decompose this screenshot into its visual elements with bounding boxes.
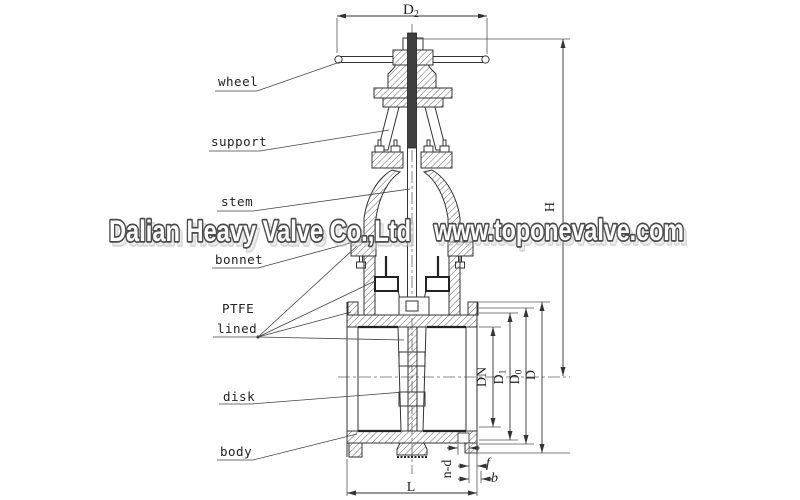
dim-label-f: f xyxy=(486,456,492,471)
ptfe-seat-left xyxy=(374,276,399,292)
dimensions-bottom: n-d f b L xyxy=(346,444,498,496)
dim-label-d1: D1 xyxy=(492,369,509,384)
disk-core xyxy=(407,326,418,432)
yoke-flange-left xyxy=(371,151,404,169)
label-support: support xyxy=(211,134,267,149)
yoke-flange-right xyxy=(420,151,453,169)
dim-label-h: H xyxy=(543,202,558,212)
label-stem: stem xyxy=(221,194,253,209)
body-bottom-band xyxy=(346,430,478,444)
valve-body xyxy=(346,301,479,458)
label-ptfe-2: lined xyxy=(217,321,257,336)
body-foot-left xyxy=(348,442,363,458)
watermark: Dalian Heavy Valve Co.,Ltd www.toponeval… xyxy=(107,212,688,253)
part-labels: wheel support stem bonnet PTFE lined dis… xyxy=(209,61,411,461)
label-body: body xyxy=(220,444,252,459)
dim-label-d: D xyxy=(524,370,539,380)
label-ptfe-1: PTFE xyxy=(222,301,254,316)
label-bonnet: bonnet xyxy=(215,252,263,267)
ptfe-seat-right xyxy=(425,276,450,292)
drain-boss xyxy=(396,442,428,456)
watermark-website: www.toponevalve.com xyxy=(433,214,684,247)
label-disk: disk xyxy=(223,389,255,404)
bolt-hole-notch xyxy=(457,432,470,444)
dim-label-nd: n-d xyxy=(440,460,455,479)
dim-label-b: b xyxy=(491,471,498,486)
body-top-band xyxy=(346,314,478,328)
wheel-right-end xyxy=(481,55,490,64)
watermark-company: Dalian Heavy Valve Co.,Ltd xyxy=(109,215,411,248)
dimension-d2: D2 xyxy=(336,2,488,54)
watermark-website-shadow: www.toponevalve.com xyxy=(436,218,687,251)
dim-label-d2: D2 xyxy=(403,2,419,20)
watermark-company-shadow: Dalian Heavy Valve Co.,Ltd xyxy=(112,219,414,252)
leader-junction-dot xyxy=(256,335,260,339)
dim-label-dn: DN xyxy=(475,367,490,387)
body-lip-left xyxy=(347,301,359,316)
label-wheel: wheel xyxy=(218,74,258,89)
dim-label-l: L xyxy=(407,480,416,495)
wheel-left-end xyxy=(334,55,343,64)
disk-assembly xyxy=(397,326,427,432)
dimensions-right: DN D1 D0 D H xyxy=(417,38,570,454)
upper-body xyxy=(363,255,461,316)
stem-shaft xyxy=(407,32,417,297)
yoke-leg-left xyxy=(377,106,400,151)
dim-label-d0: D0 xyxy=(508,369,525,384)
